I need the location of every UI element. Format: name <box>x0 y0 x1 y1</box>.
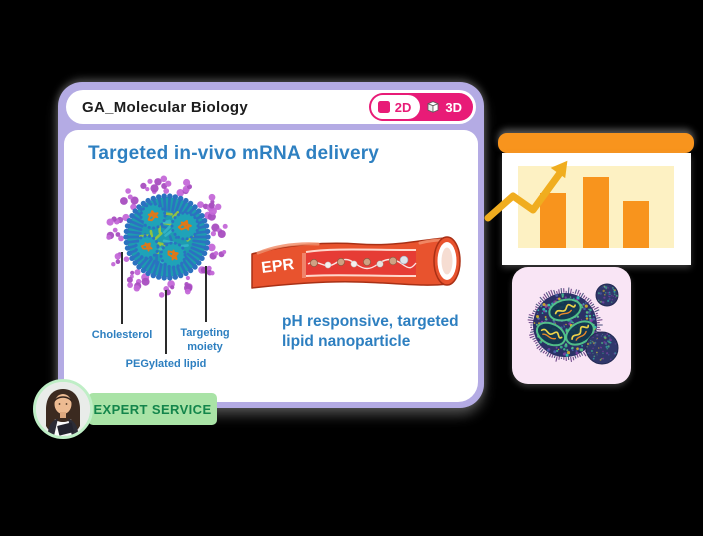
nanoparticle-3d-illustration <box>527 283 619 365</box>
pointer-line-targeting-moiety <box>205 266 207 322</box>
lipid-nanoparticle-illustration <box>106 175 228 298</box>
mini-bar-chart <box>502 153 691 265</box>
consultant-photo-icon <box>36 382 90 436</box>
molecular-biology-card: GA_Molecular Biology 2D 3D Targeted in-v… <box>58 82 484 408</box>
expert-service-badge[interactable]: EXPERT SERVICE <box>88 393 217 425</box>
toggle-2d-button[interactable]: 2D <box>370 95 421 119</box>
label-targeting-moiety: Targeting moiety <box>180 327 230 354</box>
chart-bar <box>583 177 609 248</box>
epr-label: EPR <box>260 256 295 277</box>
toggle-3d-button[interactable]: 3D <box>422 99 469 115</box>
page-title: Targeted in-vivo mRNA delivery <box>88 143 380 164</box>
label-pegylated-lipid: PEGylated lipid <box>125 358 207 370</box>
chart-bar <box>623 201 649 248</box>
pointer-line-pegylated-lipid <box>165 290 167 354</box>
cube-3d-icon <box>427 101 439 113</box>
trend-arrow-icon <box>484 160 568 222</box>
toggle-2d-label: 2D <box>394 99 412 115</box>
badge-label: EXPERT SERVICE <box>93 401 212 417</box>
card-header-title: GA_Molecular Biology <box>82 98 249 116</box>
chart-plot-area <box>518 166 674 248</box>
card-header: GA_Molecular Biology 2D 3D <box>66 90 476 124</box>
expert-avatar <box>33 379 93 439</box>
presentation-header-bar <box>498 133 694 153</box>
chart-bar <box>540 193 566 248</box>
card-body: Targeted in-vivo mRNA delivery Cholester… <box>64 130 478 402</box>
toggle-3d-label: 3D <box>445 99 462 115</box>
pointer-line-cholesterol <box>121 252 123 324</box>
nanoparticle-card <box>512 267 631 384</box>
view-toggle: 2D 3D <box>368 93 473 121</box>
label-cholesterol: Cholesterol <box>91 329 153 341</box>
blood-vessel-illustration: EPR <box>251 236 461 289</box>
caption-text: pH responsive, targeted lipid nanopartic… <box>282 313 459 351</box>
square-2d-icon <box>377 101 390 113</box>
